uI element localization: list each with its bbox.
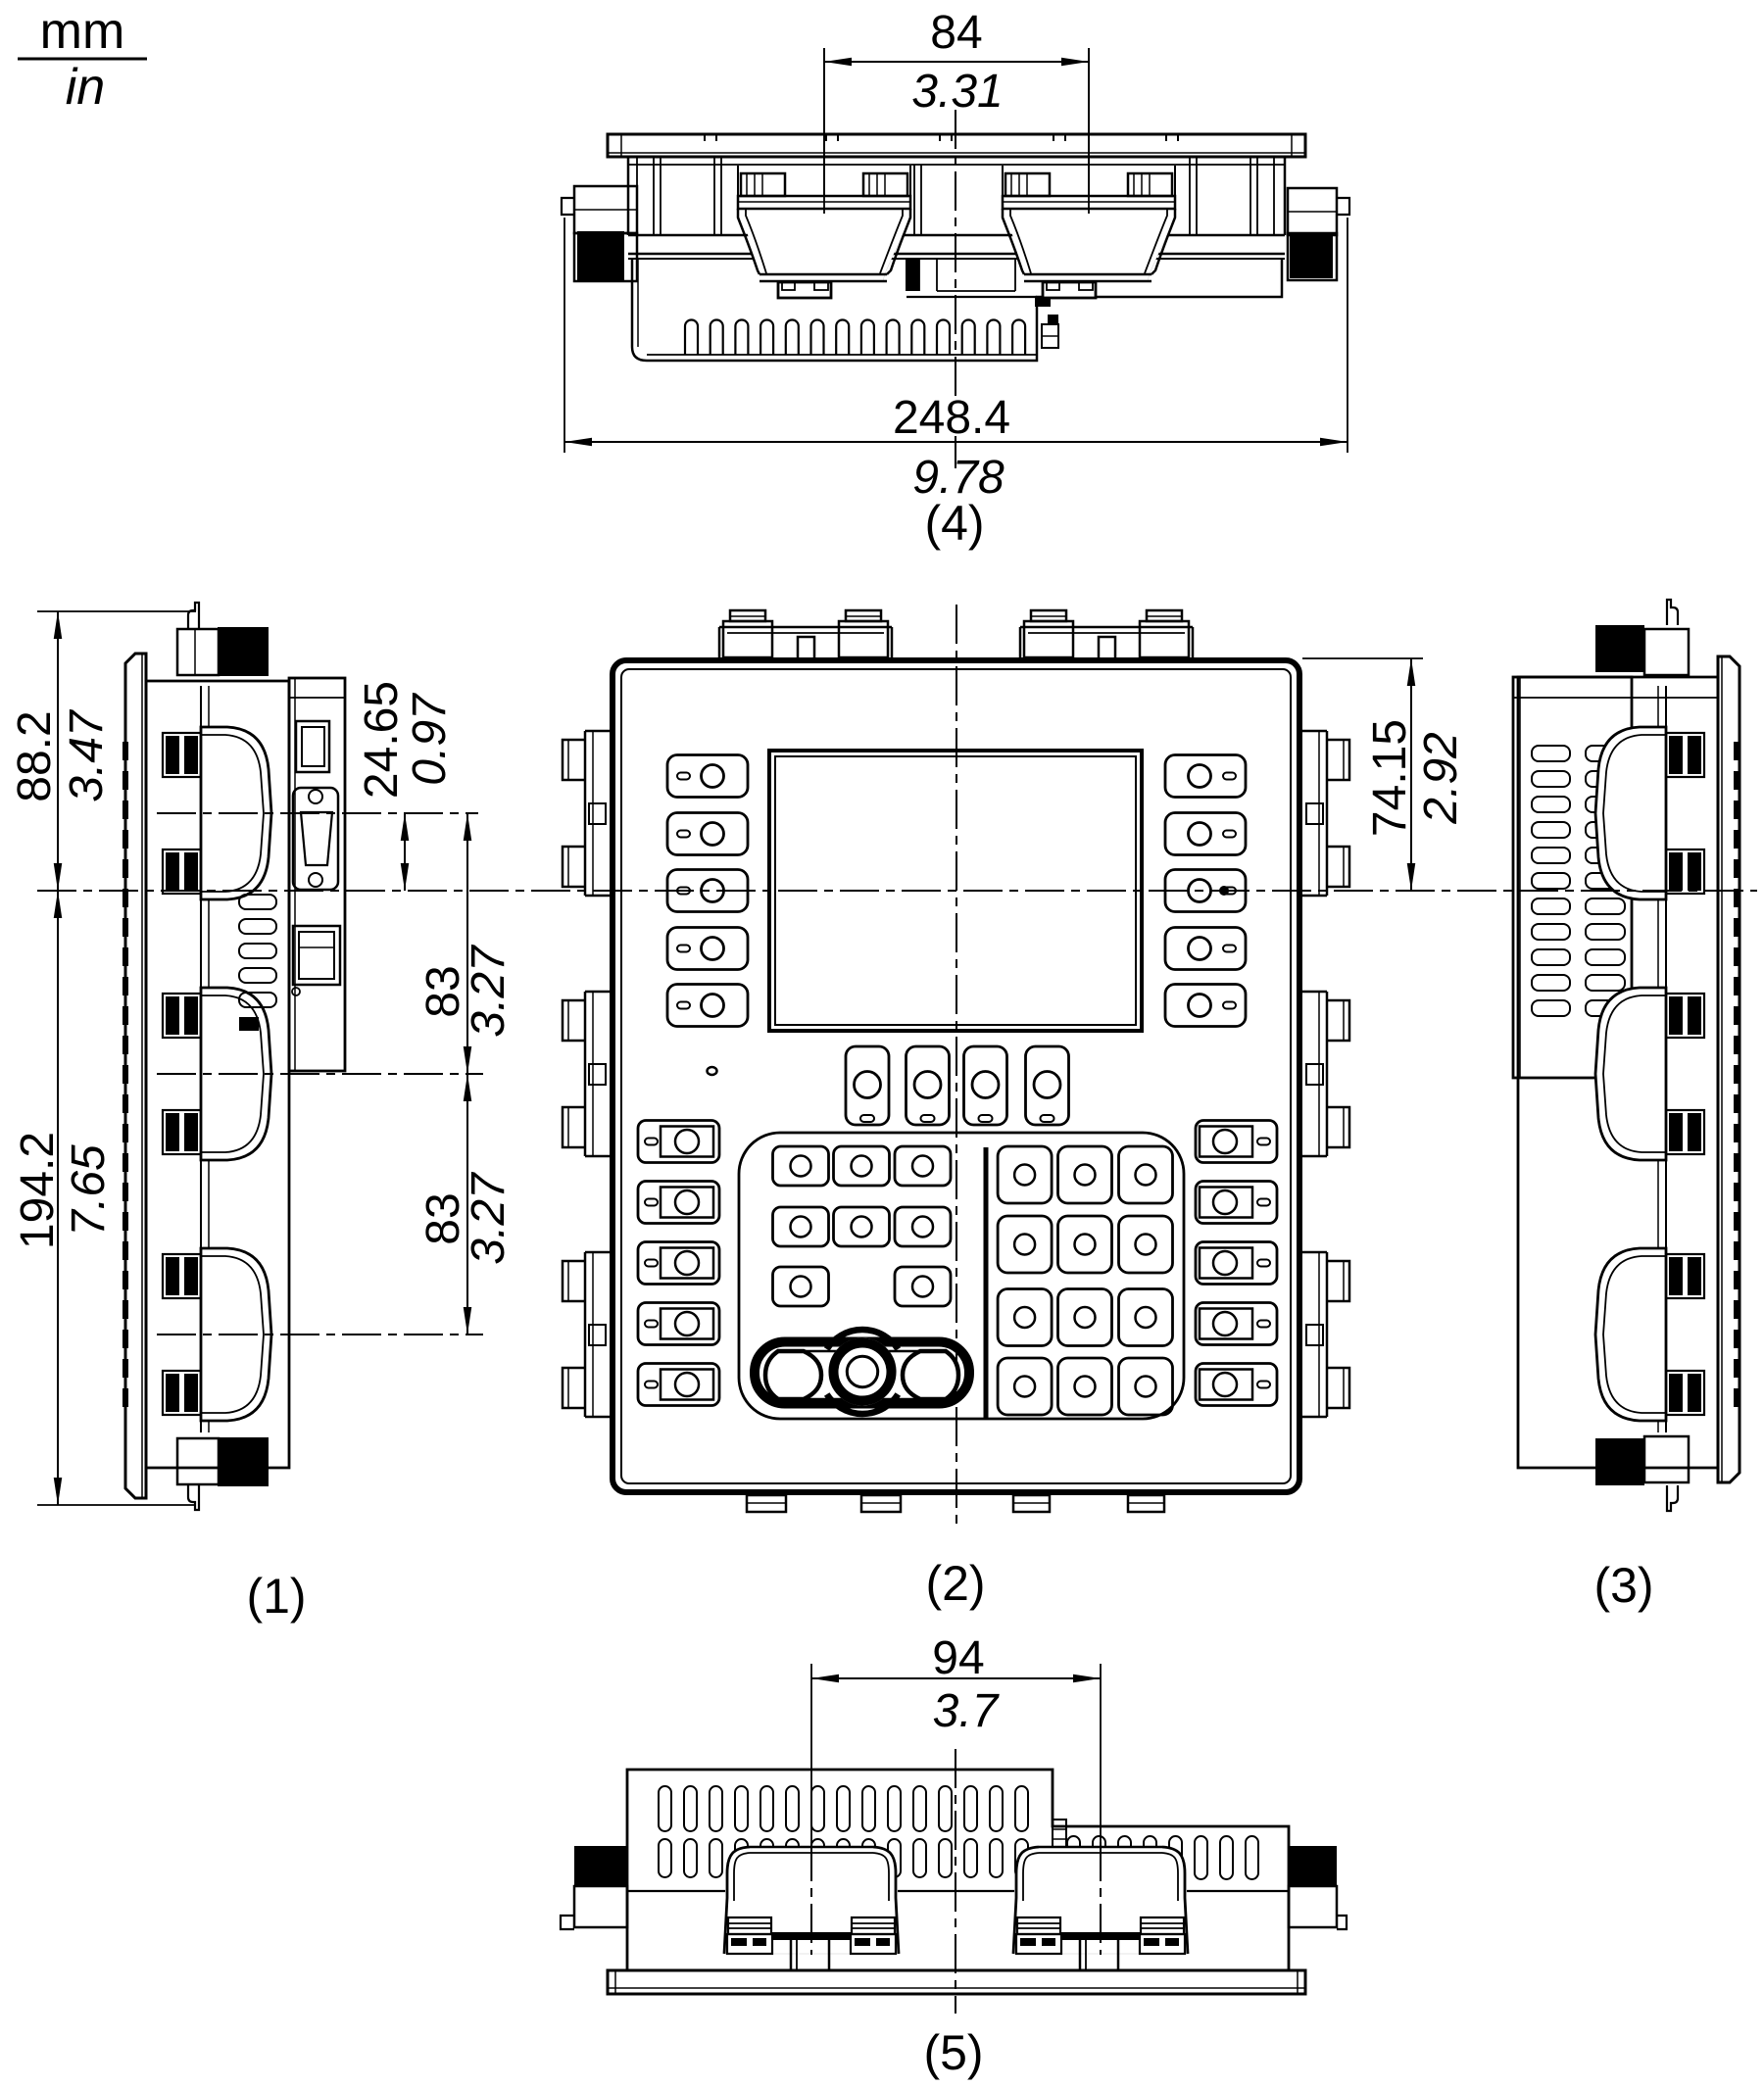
svg-text:83: 83: [417, 1192, 469, 1244]
svg-text:(2): (2): [925, 1556, 985, 1611]
svg-text:3.31: 3.31: [911, 66, 1003, 118]
svg-text:3.27: 3.27: [463, 944, 514, 1038]
svg-text:88.2: 88.2: [9, 710, 61, 801]
svg-text:mm: mm: [40, 3, 125, 60]
svg-text:(5): (5): [923, 2025, 983, 2080]
svg-text:(4): (4): [924, 496, 984, 551]
svg-text:7.65: 7.65: [63, 1144, 115, 1237]
svg-text:3.27: 3.27: [463, 1171, 514, 1265]
svg-text:94: 94: [932, 1632, 984, 1684]
svg-text:194.2: 194.2: [12, 1132, 64, 1249]
svg-text:2.92: 2.92: [1415, 732, 1467, 824]
svg-text:248.4: 248.4: [893, 392, 1010, 444]
svg-text:24.65: 24.65: [356, 681, 408, 799]
svg-text:3.47: 3.47: [61, 708, 113, 802]
svg-text:(3): (3): [1593, 1558, 1653, 1613]
svg-text:84: 84: [930, 7, 982, 59]
svg-text:83: 83: [417, 965, 469, 1017]
svg-text:3.7: 3.7: [933, 1685, 1001, 1737]
svg-text:0.97: 0.97: [404, 692, 456, 786]
svg-text:(1): (1): [246, 1569, 306, 1624]
svg-text:in: in: [66, 59, 105, 116]
svg-text:74.15: 74.15: [1364, 719, 1416, 837]
svg-text:9.78: 9.78: [912, 452, 1004, 504]
